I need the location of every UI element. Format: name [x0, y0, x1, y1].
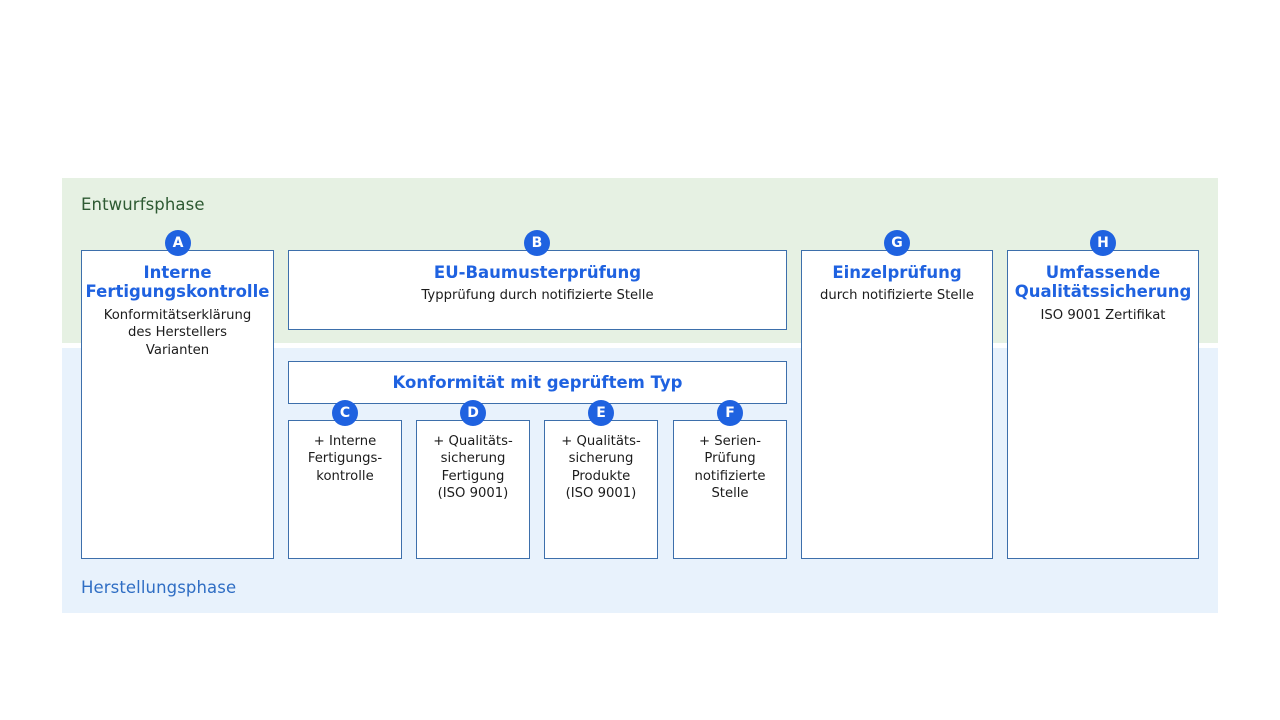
- module-box-b[interactable]: EU-Baumusterprüfung Typprüfung durch not…: [288, 250, 787, 330]
- module-badge-b[interactable]: B: [524, 230, 550, 256]
- module-badge-e[interactable]: E: [588, 400, 614, 426]
- module-b-subtitle: Typprüfung durch notifizierte Stelle: [421, 288, 654, 304]
- module-box-e[interactable]: + Qualitäts- sicherung Produkte (ISO 900…: [544, 420, 658, 559]
- conformity-header-title: Konformität mit geprüftem Typ: [392, 372, 683, 392]
- conformity-header-box[interactable]: Konformität mit geprüftem Typ: [288, 361, 787, 404]
- module-g-title: Einzelprüfung: [832, 263, 962, 282]
- module-f-subtitle: + Serien- Prüfung notifizierte Stelle: [694, 434, 766, 502]
- module-badge-g[interactable]: G: [884, 230, 910, 256]
- module-badge-a[interactable]: A: [165, 230, 191, 256]
- phase-label-manufacture: Herstellungsphase: [81, 578, 237, 597]
- module-h-subtitle: ISO 9001 Zertifikat: [1040, 307, 1166, 323]
- module-d-subtitle: + Qualitäts- sicherung Fertigung (ISO 90…: [433, 434, 513, 502]
- module-badge-c[interactable]: C: [332, 400, 358, 426]
- module-badge-h[interactable]: H: [1090, 230, 1116, 256]
- module-b-title: EU-Baumusterprüfung: [433, 263, 642, 282]
- module-e-subtitle: + Qualitäts- sicherung Produkte (ISO 900…: [561, 434, 641, 502]
- module-g-subtitle: durch notifizierte Stelle: [820, 288, 974, 304]
- module-badge-d[interactable]: D: [460, 400, 486, 426]
- module-box-f[interactable]: + Serien- Prüfung notifizierte Stelle: [673, 420, 787, 559]
- module-badge-f[interactable]: F: [717, 400, 743, 426]
- module-box-g[interactable]: Einzelprüfung durch notifizierte Stelle: [801, 250, 993, 559]
- module-h-title: Umfassende Qualitätssicherung: [1014, 263, 1192, 302]
- module-box-d[interactable]: + Qualitäts- sicherung Fertigung (ISO 90…: [416, 420, 530, 559]
- module-a-title: Interne Fertigungskontrolle: [85, 263, 270, 302]
- module-c-subtitle: + Interne Fertigungs- kontrolle: [307, 434, 383, 484]
- module-box-c[interactable]: + Interne Fertigungs- kontrolle: [288, 420, 402, 559]
- phase-label-design: Entwurfsphase: [81, 195, 205, 214]
- module-a-subtitle: Konformitätserklärung des Herstellers Va…: [103, 307, 252, 358]
- module-box-a[interactable]: Interne Fertigungskontrolle Konformitäts…: [81, 250, 274, 559]
- module-box-h[interactable]: Umfassende Qualitätssicherung ISO 9001 Z…: [1007, 250, 1199, 559]
